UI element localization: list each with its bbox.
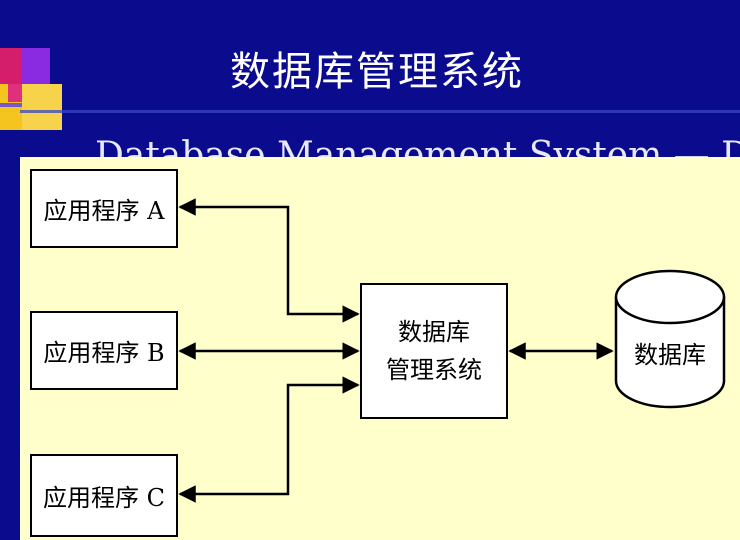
decoration-square: [0, 103, 22, 107]
decoration-square: [8, 84, 22, 102]
decoration-square: [0, 48, 22, 84]
dbms-label-line2: 管理系统: [386, 356, 482, 384]
connector-app-c-dbms: [178, 376, 360, 503]
connector-app-a-dbms: [178, 198, 360, 323]
decoration-square: [22, 48, 50, 84]
dbms-box: 数据库 管理系统: [360, 283, 508, 419]
diagram-panel: 应用程序 A 应用程序 B 应用程序 C 数据库 管理系统 数据库: [20, 157, 740, 540]
app-b-box: 应用程序 B: [30, 311, 178, 390]
database-cylinder-icon: [614, 269, 726, 409]
slide-title: 数据库管理系统: [230, 49, 524, 95]
title-underline: [20, 110, 740, 113]
app-a-box: 应用程序 A: [30, 169, 178, 248]
app-c-box: 应用程序 C: [30, 454, 178, 537]
decoration-square: [22, 84, 62, 130]
database-label: 数据库: [634, 341, 706, 369]
connector-lines: [178, 198, 614, 503]
dbms-label-line1: 数据库: [398, 318, 470, 346]
